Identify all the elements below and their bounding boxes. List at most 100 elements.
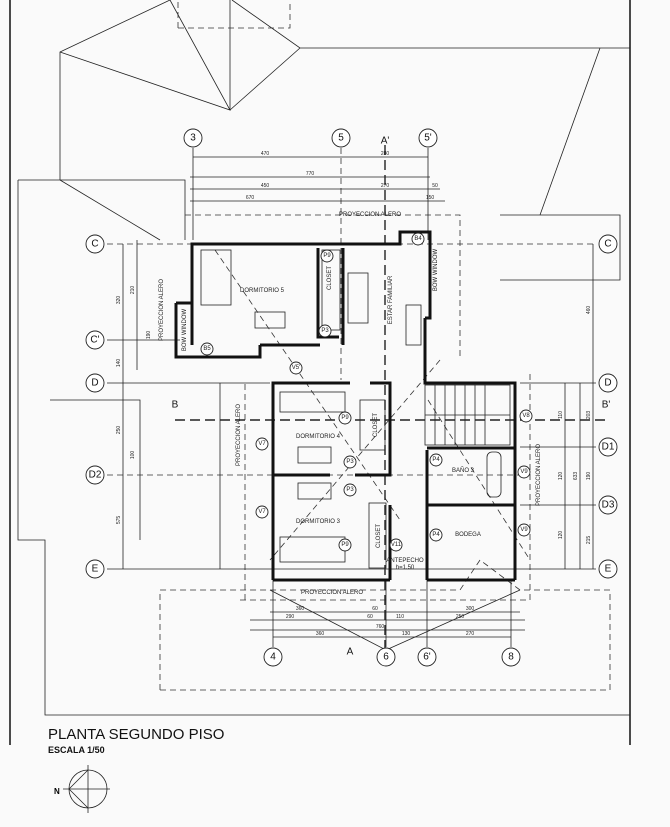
grid-bubble-bottom-label: 6' — [423, 652, 431, 663]
grid-bubble-right: E — [598, 559, 618, 579]
element-tag: P9 — [338, 538, 352, 552]
dimension-label: 110 — [558, 411, 564, 419]
table — [405, 304, 422, 346]
section-marker-a-top: A' — [381, 136, 390, 147]
grid-bubble-bottom-label: 6 — [383, 652, 389, 663]
furniture — [200, 249, 511, 563]
sofa — [347, 272, 369, 324]
dimension-label: 270 — [381, 183, 390, 189]
element-tag: P4 — [429, 528, 443, 542]
dimension-label: 320 — [116, 296, 122, 305]
element-tag-label: V5' — [292, 365, 300, 371]
grid-bubble-bottom: 8 — [501, 647, 521, 667]
antepecho-label: ANTEPECHO — [386, 558, 424, 564]
element-tag-label: P9 — [341, 542, 349, 548]
element-tag: V8 — [519, 409, 533, 423]
antepecho-height: h=1.50 — [396, 565, 415, 571]
dimension-label: 250 — [116, 426, 122, 435]
dimension-label: 120 — [558, 531, 564, 540]
room-label-estar-familiar: ESTAR FAMILIAR — [388, 275, 394, 324]
desk-dorm5 — [254, 311, 286, 329]
dimension-label: 210 — [130, 286, 136, 295]
dimension-label: 360 — [296, 606, 305, 612]
element-tag-label: P9 — [341, 415, 349, 421]
staircase — [424, 384, 511, 446]
eave-label-bottom: PROYECCION ALERO — [301, 590, 363, 596]
dimension-label: 575 — [116, 516, 122, 525]
dimension-label: 250 — [456, 614, 465, 620]
element-tag-label: V9 — [520, 527, 528, 533]
dimension-label: 140 — [116, 359, 122, 368]
room-label-dormitorio-5: DORMITORIO 5 — [240, 288, 285, 294]
closet-label-dorm5: CLOSET — [327, 266, 333, 290]
dimension-label: 110 — [396, 614, 404, 620]
section-marker-b-right: B' — [602, 400, 611, 411]
grid-bubble-top-label: 5' — [424, 133, 432, 144]
grid-bubble-right: D3 — [598, 495, 618, 515]
closet-label-dorm3: CLOSET — [376, 524, 382, 548]
grid-bubble-right: D — [598, 373, 618, 393]
element-tag: P4 — [429, 453, 443, 467]
dimension-label: 470 — [261, 151, 270, 157]
bow-window-label-1: BOW WINDOW — [433, 249, 439, 292]
section-marker-a-bottom: A — [347, 647, 354, 658]
grid-bubble-right-label: D3 — [602, 500, 615, 511]
grid-bubble-bottom: 6' — [417, 647, 437, 667]
dimension-label: 190 — [586, 472, 592, 481]
grid-bubble-left-label: C' — [90, 335, 99, 346]
grid-bubble-left-label: D2 — [89, 470, 102, 481]
grid-bubble-bottom-label: 8 — [508, 652, 514, 663]
dimension-label: 60 — [367, 614, 373, 620]
room-label-bodega: BODEGA — [455, 532, 481, 538]
eave-label-left: PROYECCION ALERO — [236, 404, 242, 466]
dimension-label: 130 — [402, 631, 411, 637]
element-tag: B5 — [200, 342, 214, 356]
element-tag: V7 — [255, 505, 269, 519]
grid-bubble-top: 3 — [183, 128, 203, 148]
grid-bubble-left-label: D — [91, 378, 98, 389]
room-label-bano-3: BAÑO 3 — [452, 467, 475, 474]
bed-dorm4 — [279, 391, 346, 413]
bed-dorm5 — [200, 249, 232, 306]
element-tag: V11 — [389, 538, 403, 552]
dimension-label: 460 — [586, 306, 592, 315]
grid-bubble-top-label: 3 — [190, 133, 196, 144]
grid-bubble-right: D1 — [598, 437, 618, 457]
grid-bubble-right-label: C — [604, 239, 611, 250]
element-tag: P3 — [343, 455, 357, 469]
roof-outline — [17, 0, 630, 716]
dimension-label: 60 — [372, 606, 378, 612]
element-tag-label: V8 — [522, 413, 530, 419]
grid-bubble-bottom: 6 — [376, 647, 396, 667]
grid-bubble-left-label: C — [91, 239, 98, 250]
grid-bubble-top: 5 — [331, 128, 351, 148]
element-tag: P3 — [343, 483, 357, 497]
north-label: N — [54, 787, 60, 796]
desk-dorm3 — [297, 482, 332, 500]
eave-label-left-top: PROYECCION ALERO — [159, 279, 165, 341]
element-tag-label: P3 — [346, 487, 354, 493]
dimension-label: 770 — [306, 171, 315, 177]
grid-bubble-left: D — [85, 373, 105, 393]
dimension-label: 100 — [130, 451, 136, 460]
dimension-label: 760 — [376, 624, 385, 630]
grid-bubble-top-label: 5 — [338, 133, 344, 144]
dimension-label: 450 — [261, 183, 270, 189]
dimension-label: 670 — [246, 195, 255, 201]
dimension-label: 50 — [432, 183, 438, 189]
grid-bubble-bottom-label: 4 — [270, 652, 276, 663]
element-tag: B4 — [411, 232, 425, 246]
closet-label-dorm4: CLOSET — [373, 413, 379, 437]
grid-bubble-left: E — [85, 559, 105, 579]
element-tag-label: B5 — [203, 346, 211, 352]
dimension-label: 270 — [466, 631, 475, 637]
grid-bubble-left-label: E — [92, 564, 99, 575]
drawing-scale: ESCALA 1/50 — [48, 745, 105, 755]
element-tag-label: P4 — [432, 532, 440, 538]
dimension-label: 203 — [586, 411, 592, 420]
dimension-label: 300 — [466, 606, 475, 612]
room-label-dormitorio-4: DORMITORIO 4 — [296, 434, 341, 440]
bathtub — [486, 451, 502, 498]
element-tag-label: P3 — [321, 328, 329, 334]
